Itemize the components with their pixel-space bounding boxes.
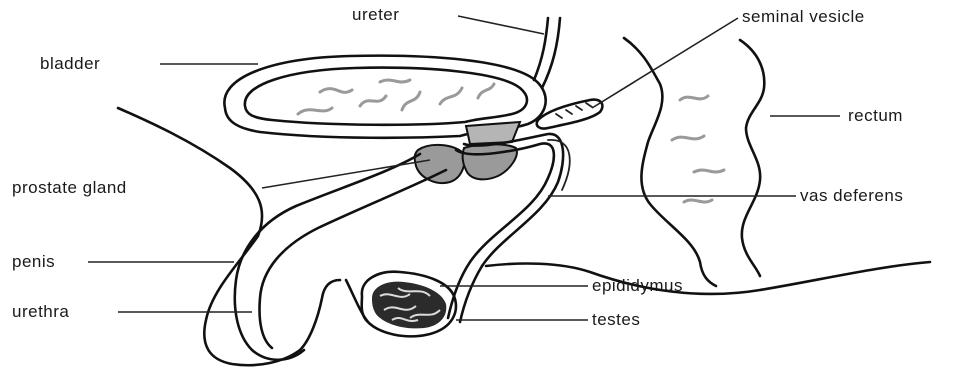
label-testes: testes: [592, 310, 640, 329]
prostate-gland-leader: [262, 160, 430, 188]
label-epididymus: epididymus: [592, 276, 683, 295]
ureter-structure: [534, 18, 560, 88]
label-ureter: ureter: [352, 5, 399, 24]
label-seminal-vesicle: seminal vesicle: [742, 7, 865, 26]
label-prostate-gland: prostate gland: [12, 178, 127, 197]
label-rectum: rectum: [848, 106, 903, 125]
ureter-leader: [458, 16, 544, 34]
label-vas-deferens: vas deferens: [800, 186, 903, 205]
body-outline-structure: [118, 108, 930, 365]
testis-structure: [362, 272, 456, 337]
label-bladder: bladder: [40, 54, 100, 73]
label-penis: penis: [12, 252, 55, 271]
seminal-vesicle-leader: [592, 18, 738, 108]
label-urethra: urethra: [12, 302, 69, 321]
